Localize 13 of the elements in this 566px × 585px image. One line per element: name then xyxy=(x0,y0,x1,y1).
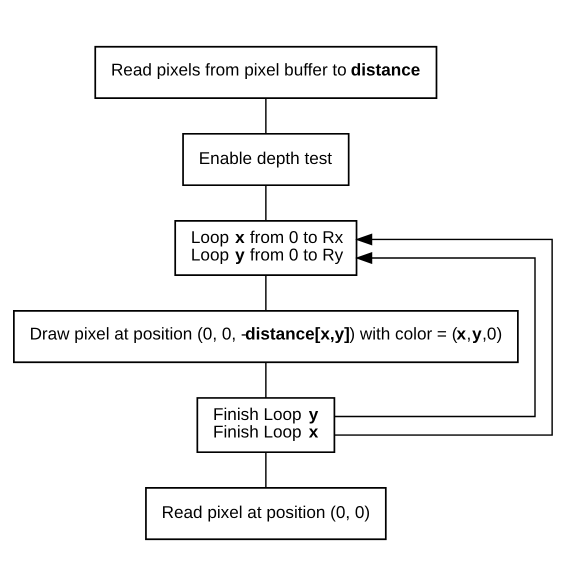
node-box: Draw pixel at position (0, 0, -distance[x,y]) with color = (x,y,0) xyxy=(13,309,519,363)
connector xyxy=(265,452,267,488)
connector xyxy=(265,98,267,133)
connector xyxy=(265,275,267,310)
connector xyxy=(265,185,267,220)
arrow xyxy=(334,232,553,436)
node-box: Loop x from 0 to Rx Loop y from 0 to Ry xyxy=(174,220,358,276)
node-box: Read pixel at position (0, 0) xyxy=(145,486,387,540)
connector xyxy=(265,362,267,398)
arrow xyxy=(334,252,536,417)
node-box: Finish Loop y Finish Loop x xyxy=(196,396,336,453)
node-box: Read pixels from pixel buffer to distance xyxy=(94,45,438,98)
node-box: Enable depth test xyxy=(182,132,350,186)
